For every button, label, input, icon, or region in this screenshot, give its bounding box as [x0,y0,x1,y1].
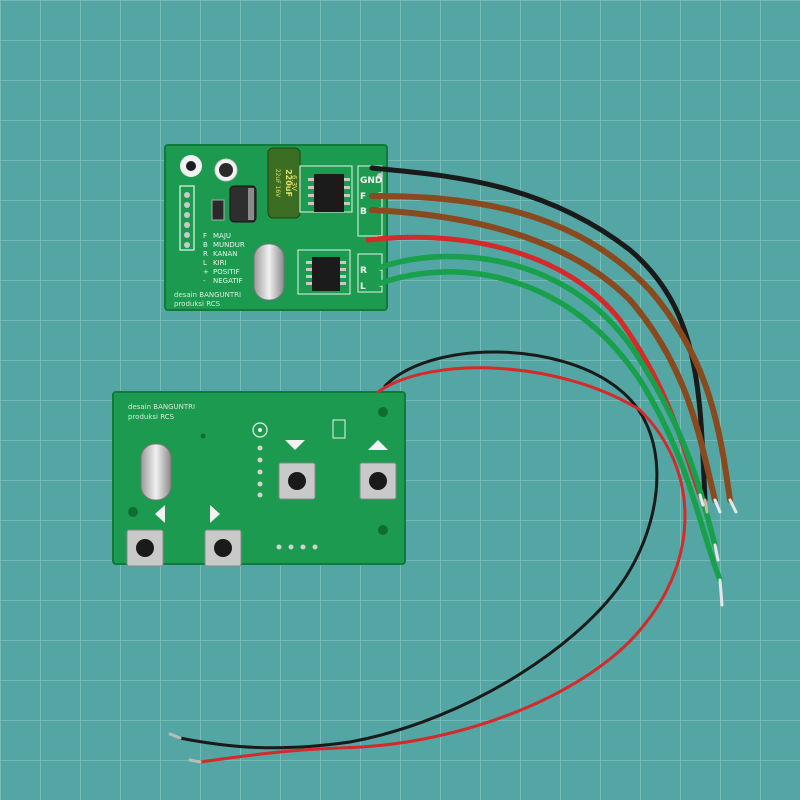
rx-wire-brown-1 [369,193,733,503]
arrow-down-icon [285,440,305,450]
tx-hole [378,525,388,535]
tx-component-mark [252,422,268,438]
capacitor-marking: 220uF [284,169,293,197]
button-left[interactable] [126,529,164,567]
transmitter-credit-line2: produksi RCS [128,413,175,421]
pin-label-positif: POSITIF [213,268,240,276]
transmitter-crystal [140,443,172,501]
button-down[interactable] [278,462,316,500]
rx-wire-end [703,498,709,514]
pin-letter-f: F [203,232,207,240]
ic2-outline [297,249,351,295]
tx-pad-row [276,544,318,550]
ic2-pins [306,261,346,285]
small-capacitor-top [219,163,233,177]
receiver-credit-line1: desain BANGUNTRI [174,291,241,299]
rx-wire-black [369,165,708,503]
pin-label-mundur: MUNDUR [213,241,245,249]
receiver-credit-line2: produksi RCS [174,300,221,308]
rx-wire-end [698,493,705,507]
pin-label-maju: MAJU [213,232,231,240]
smd-component [211,199,225,221]
output-label-r: R [360,266,367,276]
rx-wire-end [718,578,724,607]
tx-wire-red [198,366,687,764]
arrow-up-icon [368,440,388,450]
output-label-f: F [360,192,366,202]
tx-wire-end-black [168,732,182,740]
button-up[interactable] [359,462,397,500]
transmitter-pcb [112,391,406,565]
rx-wire-end [713,543,720,562]
capacitor-stripe [248,188,254,220]
transmitter-credit-line1: desain BANGUNTRI [128,403,195,411]
rx-wire-end [728,498,738,514]
tx-hole [128,507,138,517]
rx-wire-green-1 [375,253,718,548]
transmitter-power-wires [168,350,687,764]
receiver-crystal [253,243,285,301]
tx-hole [378,407,388,417]
pin-letter-minus: - [203,277,206,285]
tx-wire-end-red [188,758,202,764]
tx-pad-column [257,445,263,498]
pin-letter-b: B [203,241,208,249]
capacitor-voltage: 6.3V [290,175,298,191]
ic2-chip [312,257,340,291]
pin-letter-l: L [203,259,207,267]
rx-wire-green-2 [375,269,723,583]
pin-label-kanan: KANAN [213,250,238,258]
tx-component-box [332,419,346,439]
output-label-b: B [360,207,367,217]
tx-wire-black [178,350,659,750]
pin-label-table: F B R L + - MAJU MUNDUR KANAN KIRI POSIT… [203,232,245,285]
receiver-board: 220uF 6.3V 22uF 16V [164,144,388,311]
transmitter-board: desain BANGUNTRI produksi RCS [112,391,406,567]
pin-label-negatif: NEGATIF [213,277,243,285]
pin-letter-plus: + [203,268,209,276]
ic-chip [314,174,344,212]
header-pads [179,185,195,251]
rx-wire-end [713,498,722,514]
arrow-right-icon [210,505,220,523]
capacitor-label: 22uF 16V [274,169,281,198]
tx-hole [200,433,206,439]
pin-letter-r: R [203,250,208,258]
rx-wire-brown-2 [369,207,718,503]
receiver-output-wires [365,165,738,607]
tx-component-dot [258,428,262,432]
pin-label-kiri: KIRI [213,259,227,267]
mounting-hole-inner [186,161,196,171]
output-label-l: L [360,282,366,292]
output-label-gnd: GND [360,176,382,186]
button-right[interactable] [204,529,242,567]
ic-pins [308,178,350,205]
arrow-left-icon [155,505,165,523]
